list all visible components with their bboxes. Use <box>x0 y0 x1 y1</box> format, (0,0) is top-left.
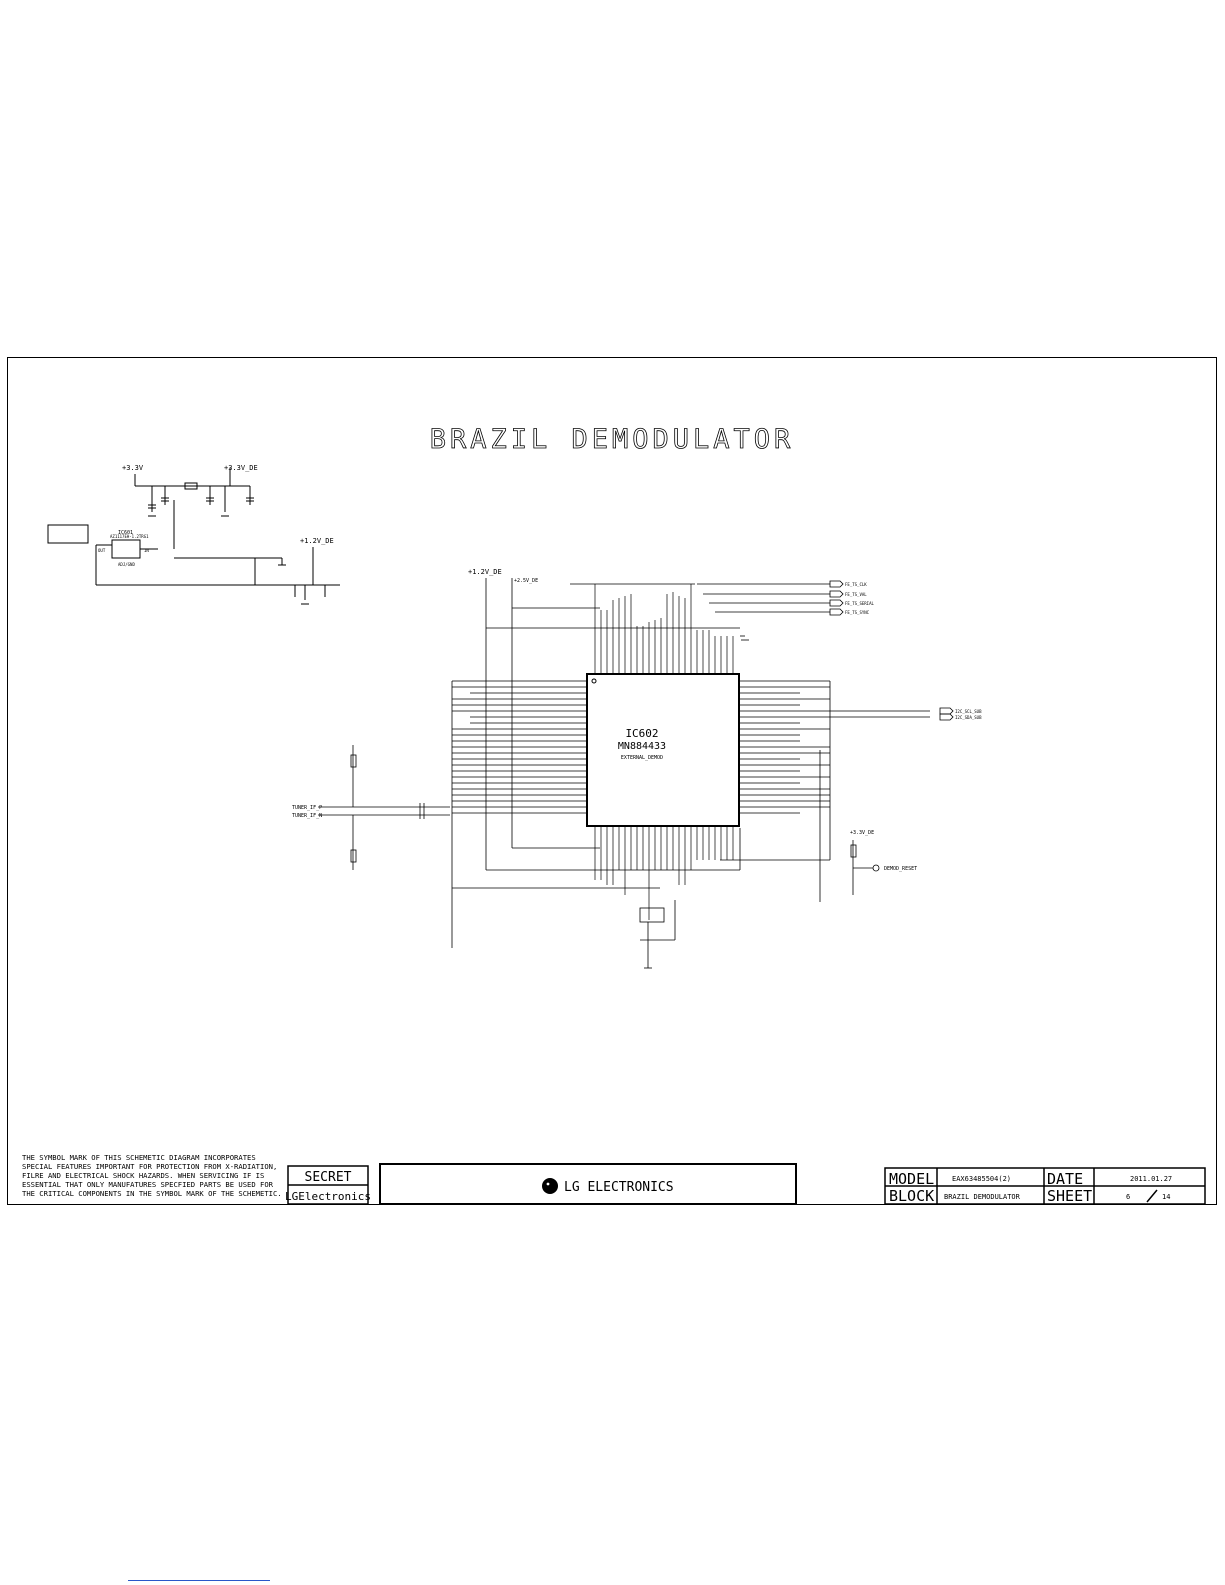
secret-box <box>287 1165 369 1205</box>
tb-sheet-total: 14 <box>1162 1193 1170 1201</box>
output-i2c-sda: I2C_SDA_SUB <box>955 715 982 720</box>
notice-line-2: SPECIAL FEATURES IMPORTANT FOR PROTECTIO… <box>22 1162 277 1171</box>
tb-sheet-num: 6 <box>1126 1193 1130 1201</box>
tb-date-value: 2011.01.27 <box>1130 1175 1172 1183</box>
net-label-3v3-de-right: +3.3V_DE <box>850 830 874 836</box>
ts-output-bus <box>697 580 954 721</box>
output-fe-ts-val: FE_TS_VAL <box>845 592 867 597</box>
tb-block-value: BRAZIL DEMODULATOR <box>944 1193 1021 1201</box>
notice-line-3: FILRE AND ELECTRICAL SHOCK HAZARDS. WHEN… <box>22 1171 264 1180</box>
regulator-adj: ADJ/GND <box>118 562 135 567</box>
ic-note: EXTERNAL_DEMOD <box>621 755 663 761</box>
tuner-if-input <box>318 745 450 870</box>
tb-model-value: EAX63485504(2) <box>952 1175 1011 1183</box>
net-label-2v5-de: +2.5V_DE <box>514 578 538 584</box>
net-label-1v2-de: +1.2V_DE <box>468 568 502 576</box>
lg-logo-box <box>379 1163 797 1205</box>
tb-sheet-label: SHEET <box>1047 1187 1092 1205</box>
tb-block-label: BLOCK <box>889 1187 934 1205</box>
ic602-body <box>586 673 740 827</box>
notice-line-1: THE SYMBOL MARK OF THIS SCHEMETIC DIAGRA… <box>22 1153 256 1162</box>
reset-circuit <box>850 840 880 895</box>
secret-label: SECRET <box>305 1170 352 1185</box>
ic-part: MN884433 <box>618 741 666 752</box>
input-if-p: TUNER_IF_P <box>292 805 322 811</box>
schematic-title: BRAZIL DEMODULATOR <box>430 424 795 455</box>
regulator-in: IN <box>144 548 149 553</box>
ic-ref: IC602 <box>625 727 658 740</box>
notice-line-5: THE CRITICAL COMPONENTS IN THE SYMBOL MA… <box>22 1189 282 1198</box>
crystal-block <box>639 900 676 969</box>
tb-model-label: MODEL <box>889 1170 934 1188</box>
input-if-n: TUNER_IF_N <box>292 813 322 819</box>
output-demod-reset: DEMOD_RESET <box>884 866 917 872</box>
output-fe-ts-clk: FE_TS_CLK <box>845 582 867 587</box>
footer-link-underline[interactable] <box>128 1580 270 1581</box>
lg-logo-icon <box>542 1178 558 1194</box>
net-label-1v2-de-top: +1.2V_DE <box>300 537 334 545</box>
output-i2c-scl: I2C_SCL_SUB <box>955 709 982 714</box>
lg-small-label: LGElectronics <box>285 1190 371 1203</box>
ic602-pins <box>452 584 930 920</box>
power-filter-block <box>47 468 340 605</box>
output-fe-ts-serial: FE_TS_SERIAL <box>845 601 874 606</box>
notice-block: THE SYMBOL MARK OF THIS SCHEMETIC DIAGRA… <box>22 1153 282 1198</box>
lg-logo-text: LG ELECTRONICS <box>564 1180 674 1195</box>
notice-line-4: ESSENTIAL THAT ONLY MANUFATURES SPECFIED… <box>22 1180 274 1189</box>
net-label-3v3: +3.3V <box>122 464 144 472</box>
title-block <box>884 1167 1206 1205</box>
regulator-ref: IC601 <box>118 530 133 536</box>
regulator-part: AZ1117EH-1.2TRG1 <box>110 534 149 539</box>
output-fe-ts-sync: FE_TS_SYNC <box>845 610 870 615</box>
supply-rails <box>451 578 831 948</box>
net-label-3v3-de: +3.3V_DE <box>224 464 258 472</box>
regulator-out: OUT <box>98 548 106 553</box>
tb-date-label: DATE <box>1047 1170 1083 1188</box>
